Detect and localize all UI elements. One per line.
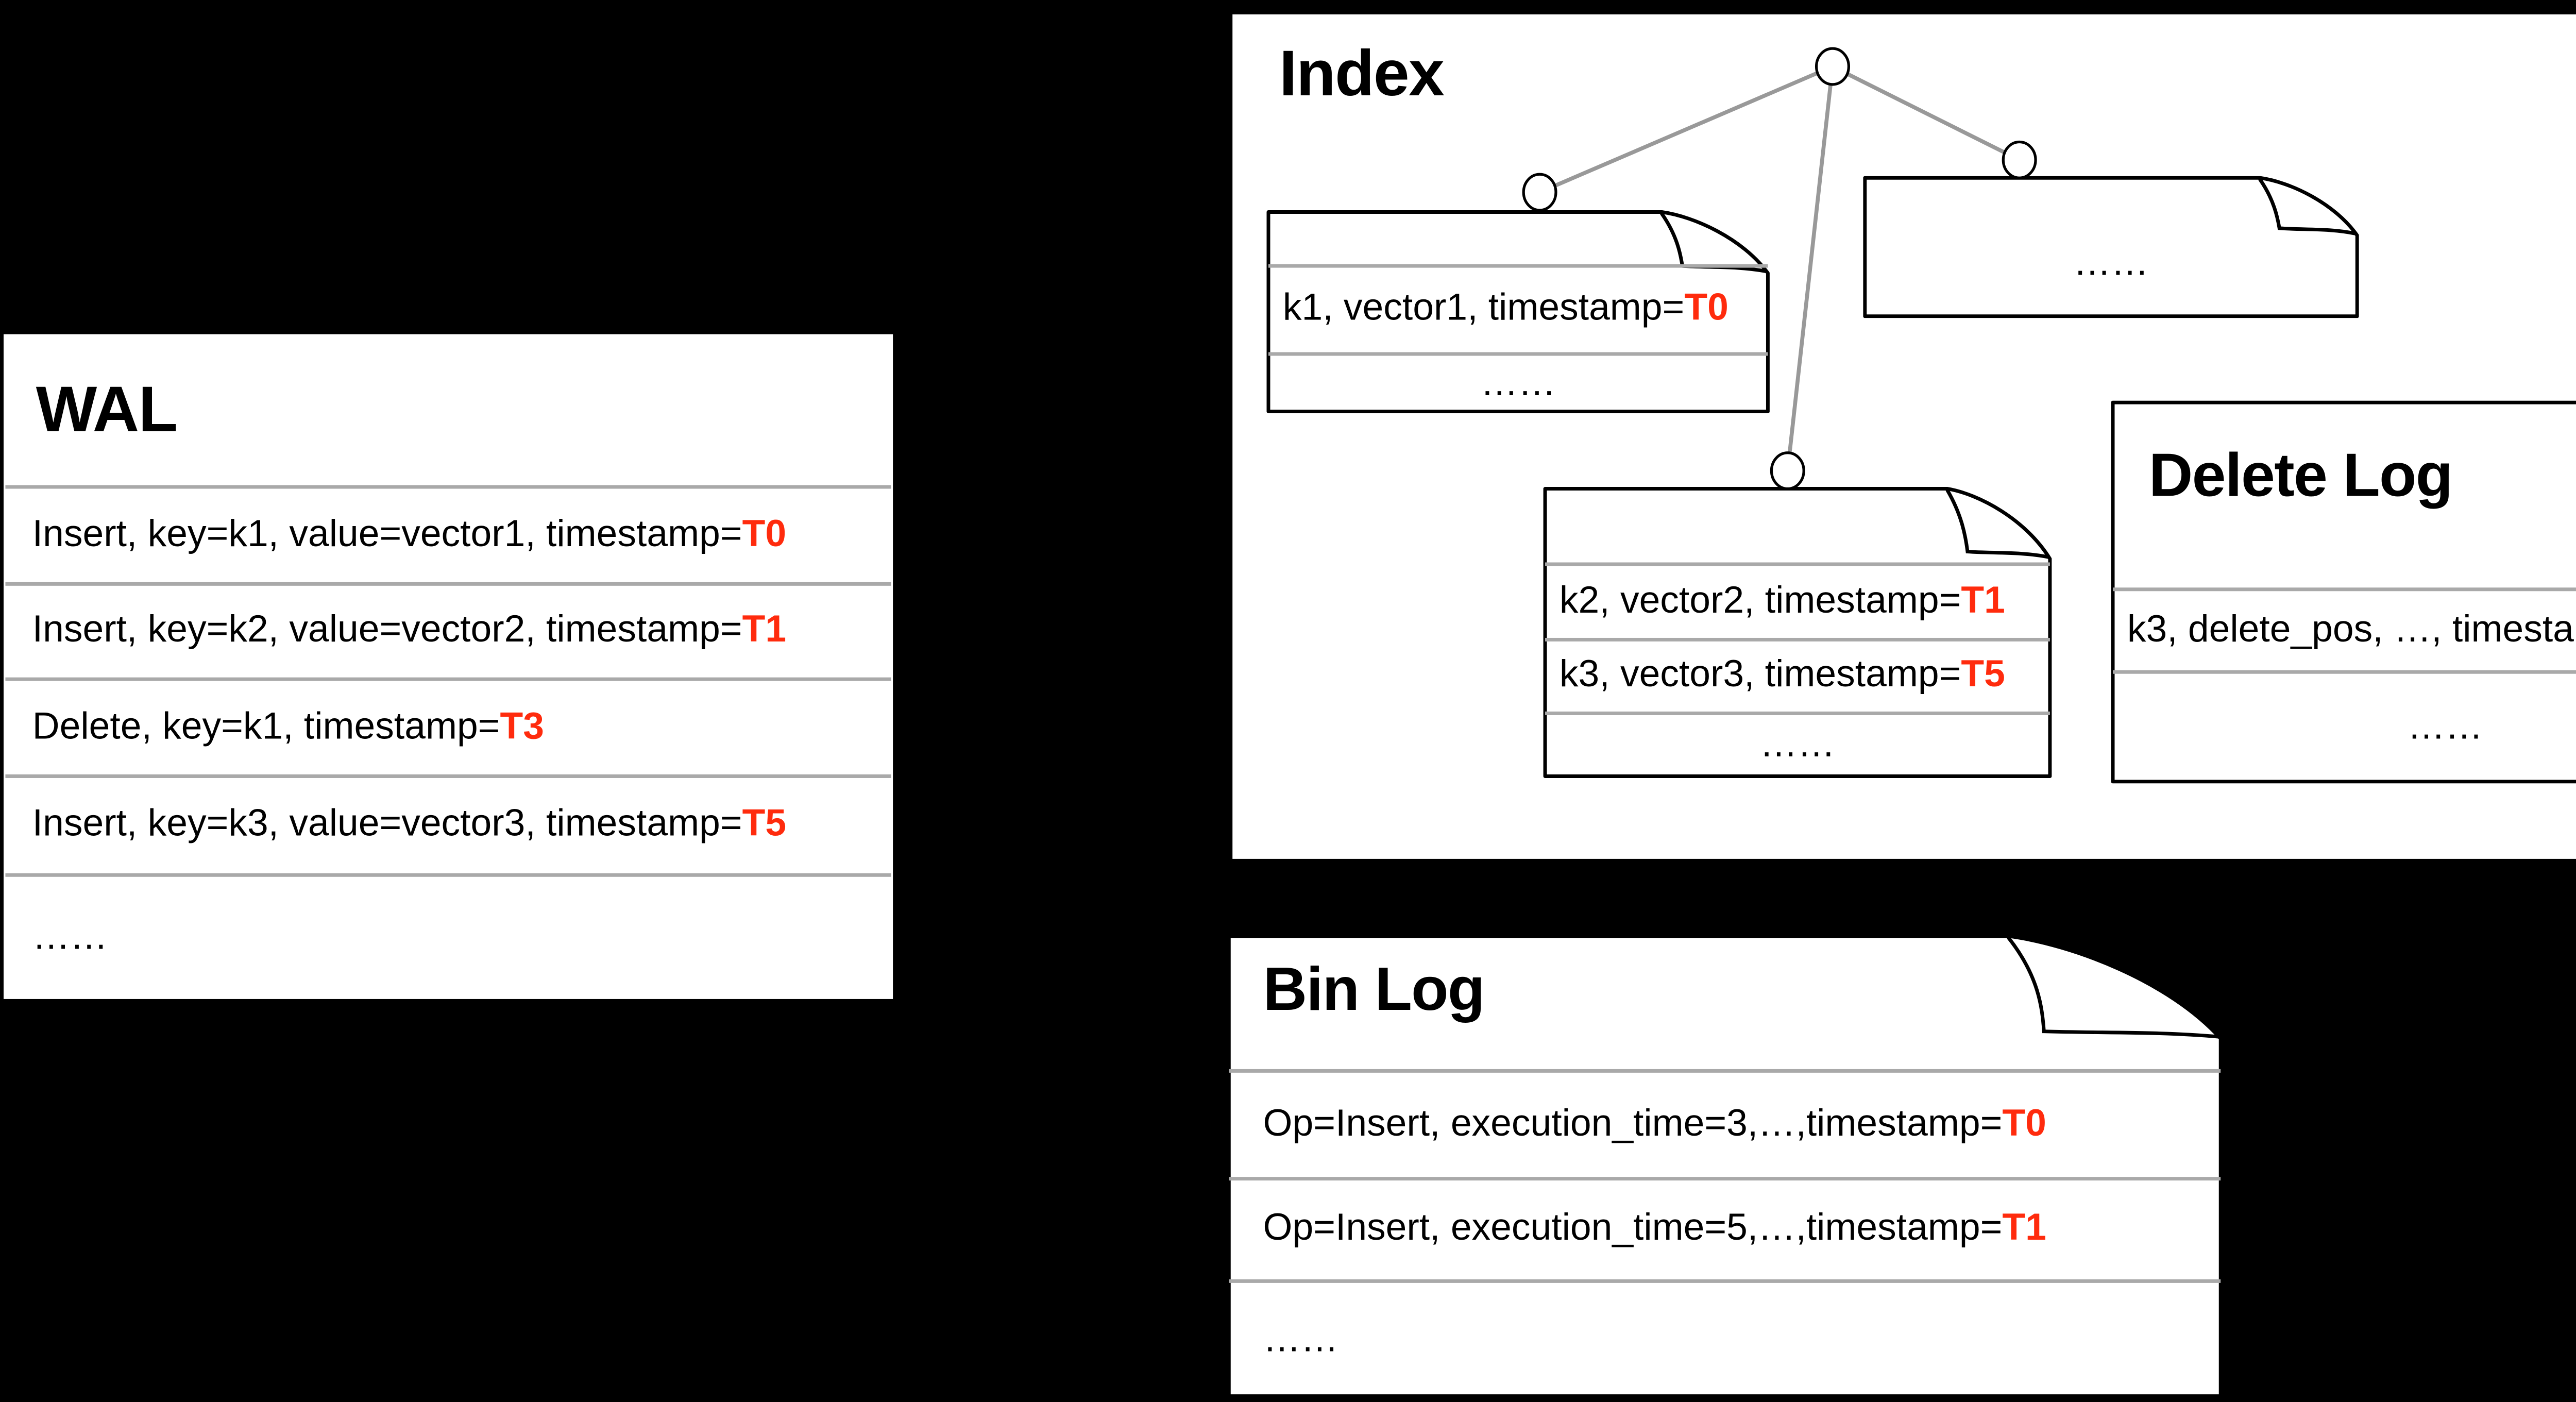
separator: [1268, 352, 1768, 356]
tree-edge: [1785, 66, 1835, 471]
ellipsis-text: ……: [1759, 724, 1836, 766]
separator: [1545, 711, 2050, 715]
wal-row-text: Insert, key=k3, value=vector3, timestamp…: [32, 803, 742, 845]
bin-log-row: Op=Insert, execution_time=3,…,timestamp=…: [1227, 1069, 2223, 1177]
timestamp-value: T1: [742, 609, 787, 651]
segment-row: k3, vector3, timestamp=T5: [1544, 638, 2052, 712]
wal-row: Insert, key=k1, value=vector1, timestamp…: [4, 485, 893, 582]
timestamp-value: T3: [500, 705, 544, 747]
folded-corner-icon: [2258, 178, 2358, 235]
ellipsis-text: ……: [1480, 362, 1556, 403]
bin-log-title: Bin Log: [1263, 956, 1485, 1024]
delete-log-row-ellipsis: ……: [2111, 670, 2576, 784]
segment-row-text: k1, vector1, timestamp=: [1282, 287, 1685, 329]
index-segment-doc-other: ……: [1863, 176, 2359, 318]
wal-row-text: Insert, key=k2, value=vector2, timestamp…: [32, 609, 742, 651]
document-shape: [1543, 487, 2052, 778]
timestamp-value: T1: [1961, 579, 2005, 621]
bin-log-row-text: Op=Insert, execution_time=3,…,timestamp=: [1263, 1102, 2003, 1144]
wal-row: Insert, key=k2, value=vector2, timestamp…: [4, 582, 893, 678]
document-outline: [2111, 400, 2576, 784]
wal-row: Insert, key=k3, value=vector3, timestamp…: [4, 774, 893, 873]
tree-node: [1522, 173, 1557, 212]
ellipsis-text: ……: [32, 915, 108, 957]
index-panel: Index k1, vector1, timestamp=T0 ……: [1232, 14, 2576, 859]
ellipsis-text: ……: [2407, 706, 2483, 748]
tree-root-node: [1815, 47, 1850, 86]
timestamp-value: T0: [2002, 1102, 2046, 1144]
delete-log-row: k3, delete_pos, …, timestamp=T3: [2111, 587, 2576, 670]
timestamp-value: T1: [2002, 1207, 2046, 1249]
segment-row-ellipsis: ……: [1544, 712, 2052, 778]
timestamp-value: T0: [1684, 287, 1728, 329]
tree-edge: [1539, 64, 1834, 194]
separator: [2112, 670, 2576, 673]
separator: [1229, 1177, 2221, 1180]
wal-row: Delete, key=k1, timestamp=T3: [4, 678, 893, 774]
segment-row-text: k3, vector3, timestamp=: [1559, 654, 1961, 696]
bin-log-row: Op=Insert, execution_time=5,…,timestamp=…: [1227, 1177, 2223, 1279]
ellipsis-text: ……: [2073, 242, 2149, 283]
segment-row: k2, vector2, timestamp=T1: [1544, 563, 2052, 638]
timestamp-value: T0: [742, 513, 787, 554]
segment-row: k1, vector1, timestamp=T0: [1267, 264, 1770, 352]
separator: [5, 485, 891, 488]
tree-node: [2002, 140, 2037, 179]
separator: [1545, 562, 2050, 566]
document-shape: [1863, 176, 2359, 318]
separator: [2112, 587, 2576, 591]
document-outline: [1266, 210, 1770, 414]
separator: [5, 774, 891, 778]
separator: [1268, 264, 1768, 267]
index-title: Index: [1279, 36, 1445, 110]
tree-node: [1770, 451, 1805, 491]
index-segment-doc-k1: k1, vector1, timestamp=T0 ……: [1266, 210, 1770, 414]
segment-row-ellipsis: ……: [1267, 352, 1770, 413]
wal-row-ellipsis: ……: [4, 873, 893, 999]
separator: [5, 582, 891, 585]
separator: [1545, 637, 2050, 641]
index-segment-doc-k2-k3: k2, vector2, timestamp=T1 k3, vector3, t…: [1543, 487, 2052, 778]
bin-log-doc: Bin Log Op=Insert, execution_time=3,…,ti…: [1227, 934, 2223, 1398]
separator: [5, 873, 891, 876]
delete-log-doc: Delete Log k3, delete_pos, …, timestamp=…: [2111, 400, 2576, 784]
folded-corner-icon: [2007, 936, 2221, 1039]
timestamp-value: T5: [742, 803, 787, 845]
document-outline: [1863, 176, 2359, 318]
segment-row-ellipsis: ……: [1863, 207, 2359, 318]
ellipsis-text: ……: [1263, 1317, 1338, 1360]
segment-row-text: k2, vector2, timestamp=: [1559, 579, 1961, 621]
document-shape: [1266, 210, 1770, 414]
wal-panel: WAL Insert, key=k1, value=vector1, times…: [3, 334, 893, 999]
wal-title: WAL: [36, 371, 178, 446]
folded-corner-icon: [1945, 488, 2050, 559]
separator: [1229, 1069, 2221, 1072]
delete-log-row-text: k3, delete_pos, …, timestamp=: [2127, 608, 2576, 650]
bin-log-row-text: Op=Insert, execution_time=5,…,timestamp=: [1263, 1207, 2003, 1249]
bin-log-row-ellipsis: ……: [1227, 1279, 2223, 1398]
tree-edge: [1832, 64, 2021, 162]
wal-row-text: Insert, key=k1, value=vector1, timestamp…: [32, 513, 742, 554]
timestamp-value: T5: [1961, 654, 2005, 696]
separator: [1229, 1279, 2221, 1282]
separator: [5, 677, 891, 681]
delete-log-title: Delete Log: [2148, 442, 2453, 511]
document-shape: [2111, 400, 2576, 784]
wal-row-text: Delete, key=k1, timestamp=: [32, 705, 500, 747]
document-outline: [1543, 487, 2052, 778]
